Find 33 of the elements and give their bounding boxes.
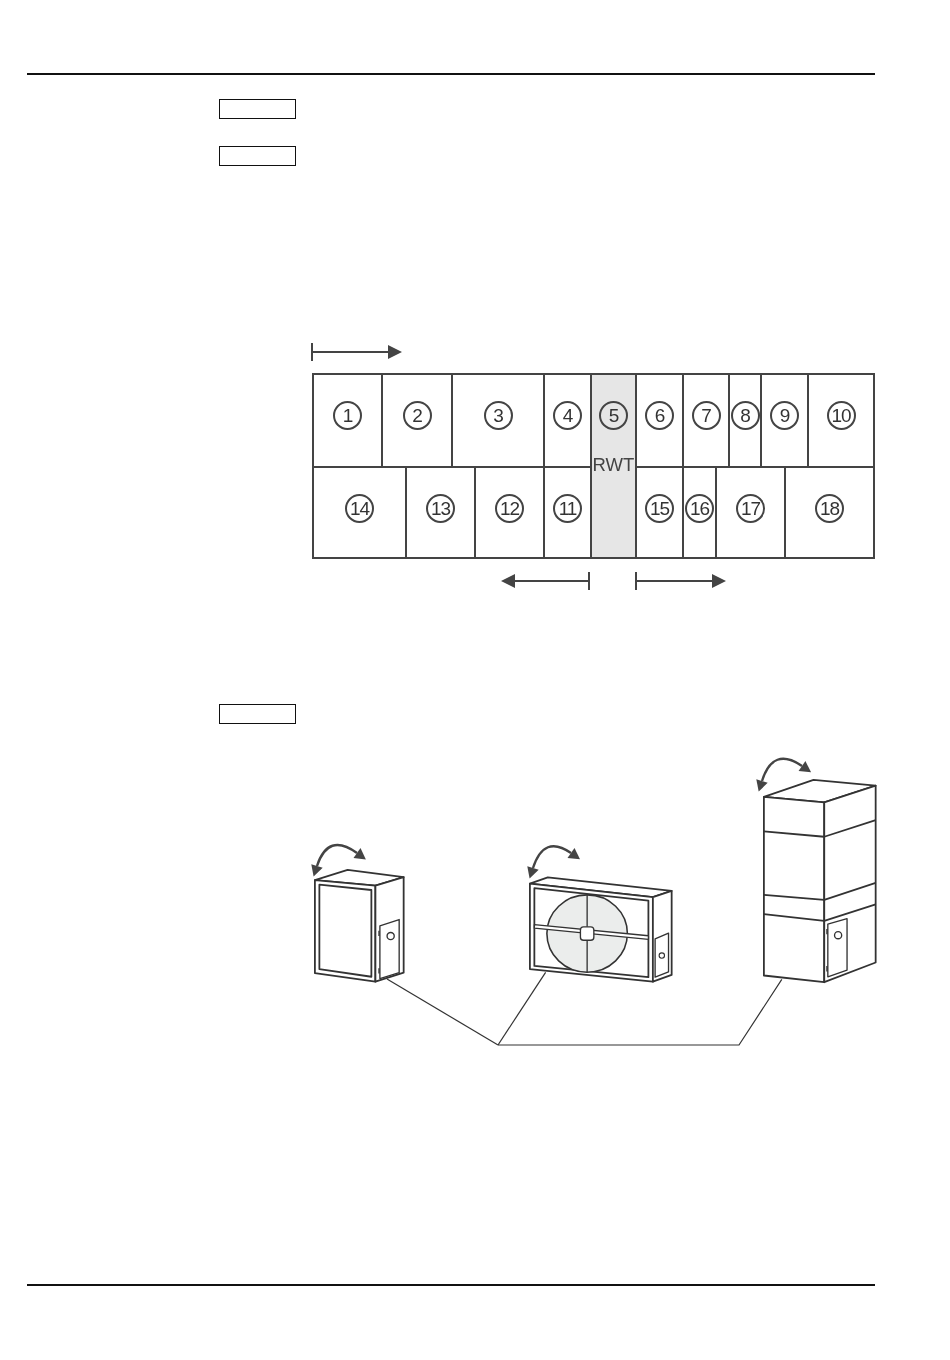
unit-section-cell: [807, 373, 875, 468]
callout-number: 17: [736, 494, 765, 523]
callout-number: 11: [553, 494, 582, 523]
leader-line: [386, 978, 499, 1046]
empty-label-frame: [219, 146, 296, 166]
leader-line: [497, 971, 547, 1046]
callout-number: 12: [495, 494, 524, 523]
callout-number: 14: [345, 494, 374, 523]
leader-line: [497, 978, 783, 1046]
callout-number: 9: [770, 401, 799, 430]
section-label: RWT: [592, 455, 635, 475]
empty-label-frame: [219, 704, 296, 724]
empty-label-frame: [219, 99, 296, 119]
callout-number: 3: [483, 401, 513, 430]
callout-number: 16: [685, 494, 714, 523]
callout-number: 18: [815, 494, 844, 523]
tower-unit-drawing: [763, 779, 877, 984]
callout-number: 2: [402, 401, 432, 430]
callout-number: 7: [691, 401, 721, 430]
callout-number: 4: [553, 401, 582, 430]
callout-number: 6: [645, 401, 674, 430]
callout-number: 1: [333, 401, 362, 430]
unit-section-cell: [590, 373, 637, 559]
cabinet-unit-drawing: [314, 869, 405, 983]
unit-section-cell: [784, 466, 875, 559]
callout-number: 10: [826, 401, 856, 430]
callout-number: 15: [645, 494, 674, 523]
callout-number: 5: [599, 401, 628, 430]
fan-unit-drawing: [529, 876, 673, 983]
unit-section-cell: [312, 373, 383, 468]
callout-number: 8: [730, 401, 760, 430]
callout-number: 13: [426, 494, 455, 523]
unit-section-cell: [312, 466, 407, 559]
